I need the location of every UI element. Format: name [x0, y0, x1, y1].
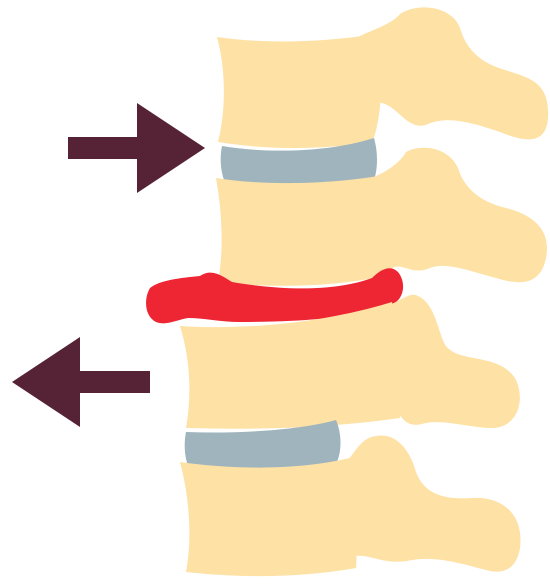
vertebra-4-body	[180, 458, 357, 576]
vertebra-2-body	[216, 176, 394, 286]
arrow-right-shaft	[68, 137, 144, 159]
vertebra-1	[217, 7, 548, 148]
vertebra-3-body	[180, 302, 401, 429]
arrow-right-head	[137, 103, 205, 193]
arrow-left-shaft	[72, 371, 150, 393]
arrow-left-head	[12, 337, 80, 427]
vertebra-2-process	[376, 148, 547, 283]
vertebra-1-body	[217, 34, 381, 148]
vertebra-3-process	[392, 295, 520, 428]
vertebra-1-process	[360, 7, 548, 139]
arrow-right-icon	[68, 103, 205, 193]
vertebra-4-process	[348, 435, 521, 571]
arrow-left-icon	[12, 337, 150, 427]
